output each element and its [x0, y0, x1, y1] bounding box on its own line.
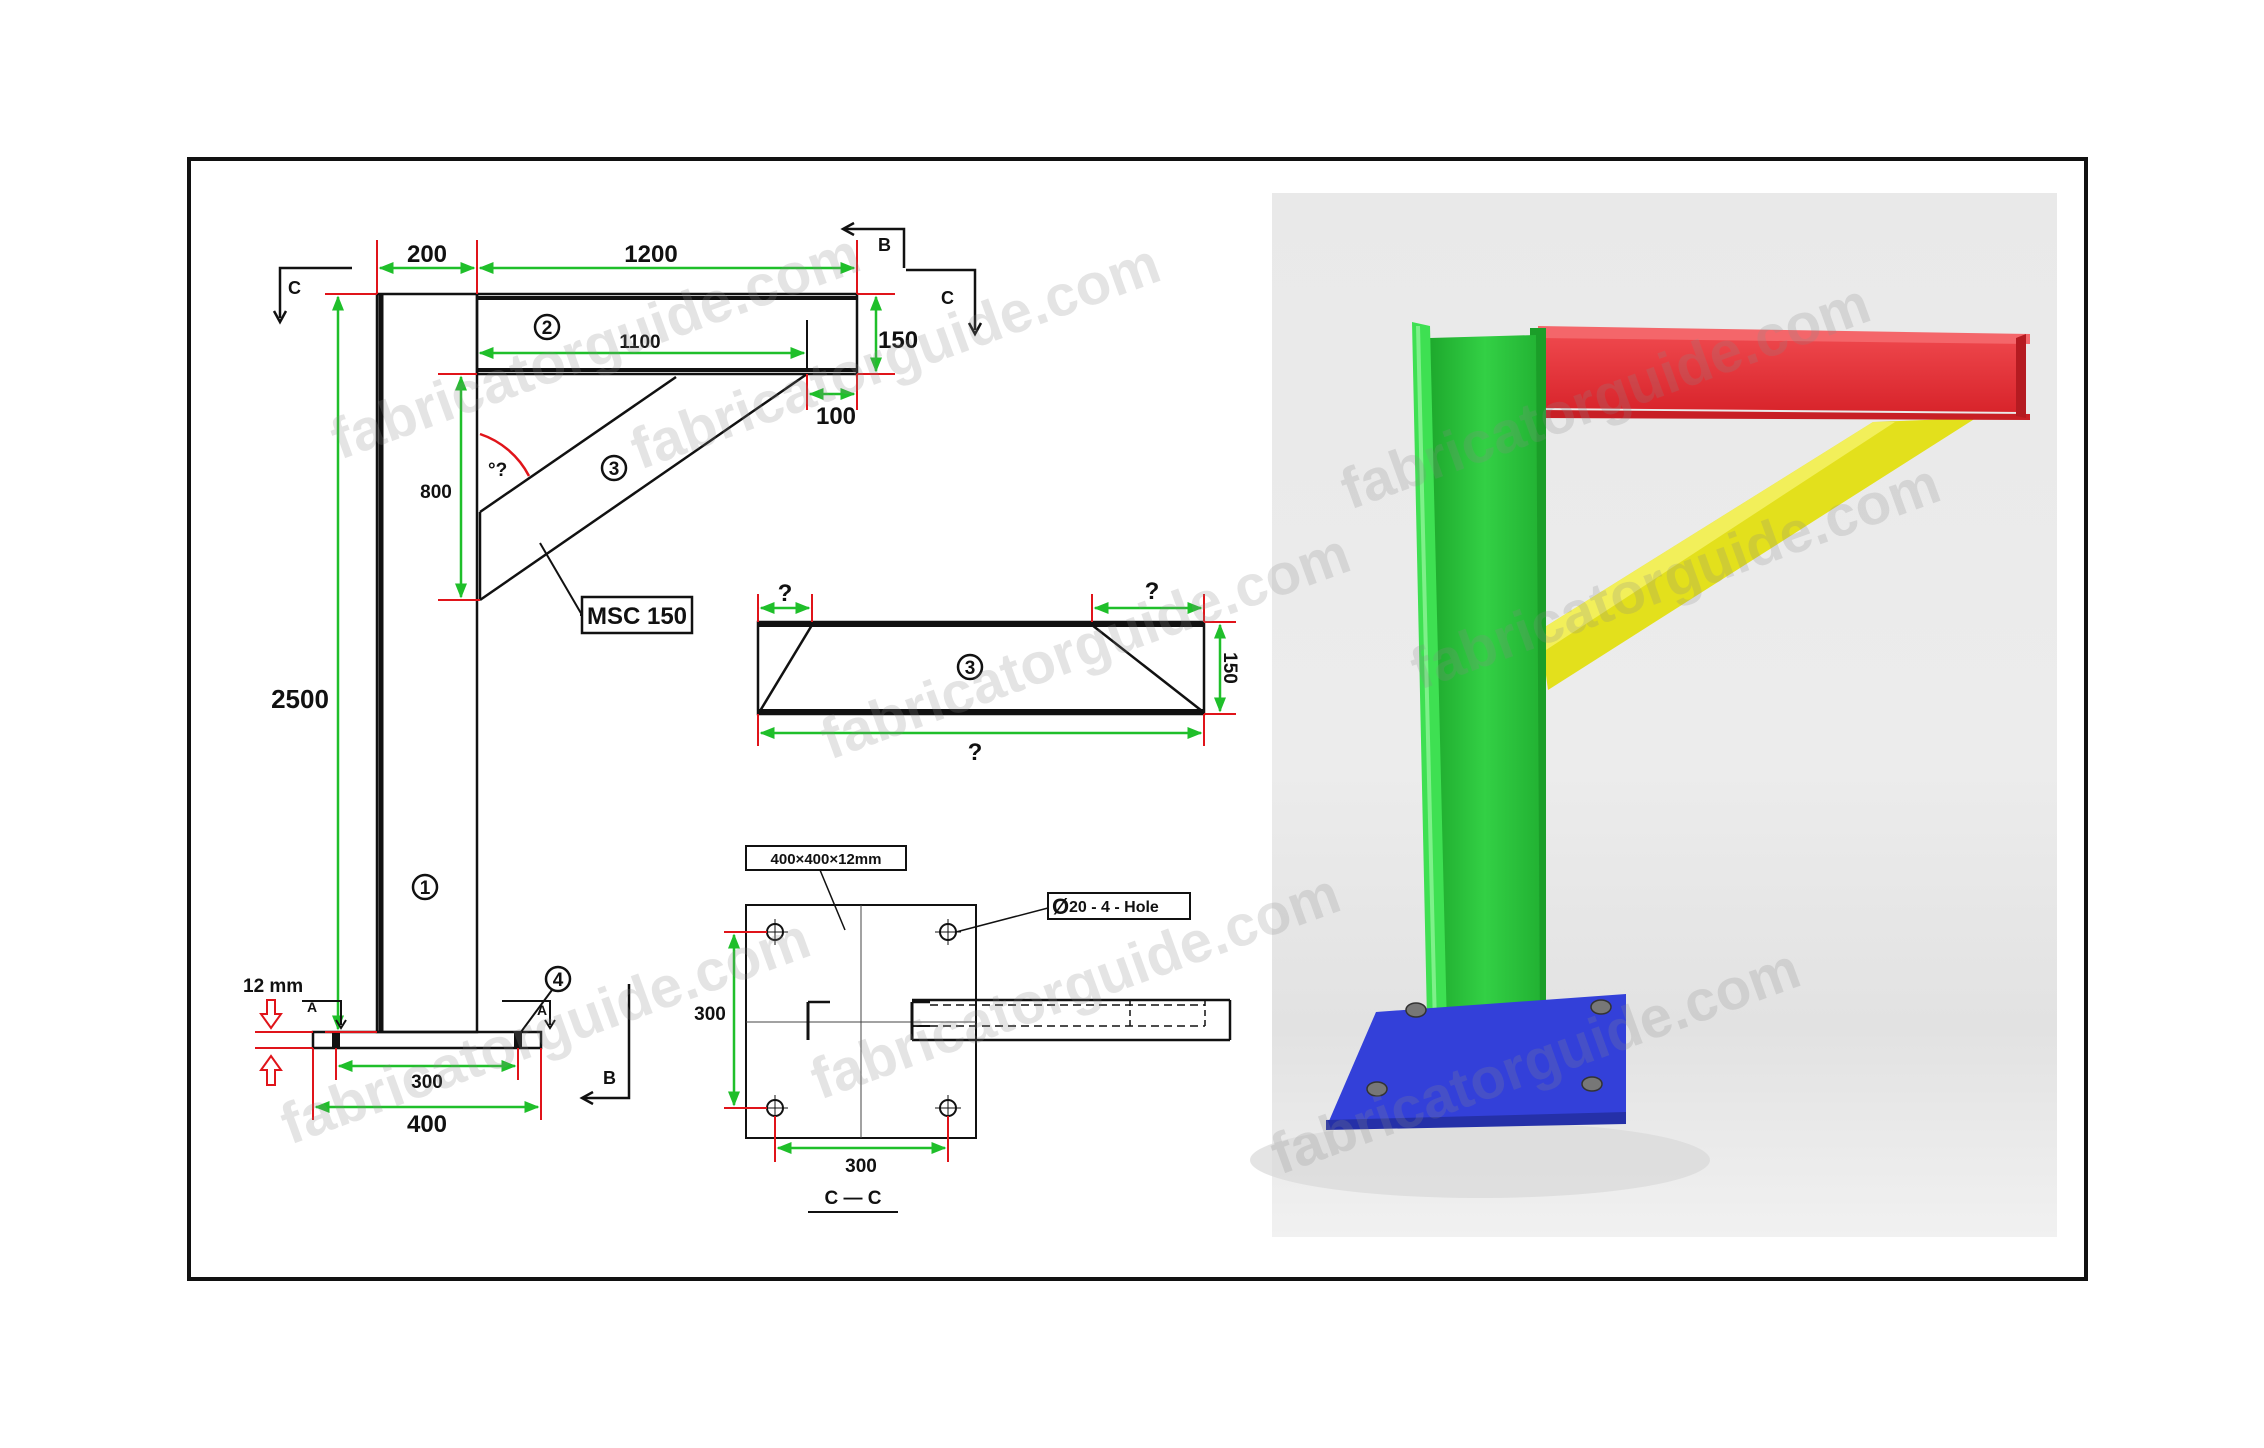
bolt-left — [332, 1032, 340, 1048]
base-plate-3d-edge — [1326, 1112, 1626, 1130]
balloon-2 — [533, 313, 561, 341]
balloon-3 — [600, 454, 628, 482]
section-a-left-line — [302, 1000, 342, 1025]
render-3d-panel — [1250, 193, 2057, 1237]
balloon-1 — [411, 873, 439, 901]
section-b-bottom — [584, 984, 631, 1100]
hole-symbol: Ø — [1052, 894, 1069, 919]
balloon-detail-3-label: 3 — [965, 658, 976, 679]
brace-detail-view: ? ? 150 ? 3 — [756, 578, 1240, 766]
angle-arc — [479, 432, 531, 477]
balloon-3-label: 3 — [609, 459, 620, 480]
bolt-right — [514, 1032, 522, 1048]
section-c-left-arrow — [272, 310, 288, 325]
beam-3d-end — [2016, 334, 2026, 418]
column-3d-web — [1430, 335, 1540, 1040]
msc-box — [580, 595, 694, 635]
beam-outline — [475, 292, 859, 376]
dim-bottom-300-label: 300 — [845, 1156, 877, 1177]
plate-spec-leader — [819, 869, 846, 931]
hole-spec-leader — [955, 907, 1049, 933]
brace-detail-right-cut — [1091, 624, 1203, 712]
section-c-right — [906, 268, 977, 330]
section-cc-title: C — C — [825, 1188, 882, 1209]
section-b-top-arrow — [840, 221, 855, 237]
msc-leader — [539, 542, 583, 616]
bolt-3d — [1405, 1002, 1427, 1018]
dim-side-300-label: 300 — [694, 1004, 726, 1025]
brace-detail-left-cut — [758, 624, 814, 712]
balloon-4 — [544, 965, 572, 993]
section-a-left: A — [307, 999, 317, 1015]
floor-shadow — [1250, 1122, 1710, 1198]
dim-1200-label: 1200 — [624, 241, 677, 268]
angle-label: °? — [488, 460, 507, 481]
hole-spec-label: 20 - 4 - Hole — [1069, 899, 1159, 916]
thk-arrow-down — [259, 999, 283, 1030]
dim-left-q-label: ? — [778, 580, 793, 607]
dim-150-label: 150 — [878, 327, 918, 354]
balloon-detail-3 — [956, 653, 984, 681]
dim-400-label: 400 — [407, 1111, 447, 1138]
bolt-3d — [1366, 1081, 1388, 1097]
section-c-left — [278, 266, 352, 318]
bolt-3d — [1590, 999, 1612, 1015]
dim-200-label: 200 — [407, 241, 447, 268]
dim-right-q-label: ? — [1145, 578, 1160, 605]
section-a-right: A — [537, 1002, 547, 1018]
elevation-view: 200 1200 1100 150 100 2500 800 °? — [243, 221, 983, 1138]
section-a-right-arrow — [544, 1019, 556, 1030]
beam-3d-top-flange — [1538, 326, 2030, 344]
section-b-top — [845, 227, 906, 268]
dim-800-label: 800 — [420, 482, 452, 503]
dim-12mm-label: 12 mm — [243, 976, 303, 997]
plate-spec-box — [745, 845, 907, 871]
section-c-left-label: C — [288, 278, 301, 298]
dim-detail-150-label: 150 — [1219, 652, 1240, 684]
column-3d-flange-edge — [1416, 326, 1438, 1068]
thk-arrow-up — [259, 1054, 283, 1086]
section-a-left-arrow — [335, 1019, 347, 1030]
brace-lower-line — [479, 372, 808, 602]
bolt-3d — [1581, 1076, 1603, 1092]
dim-length-q-label: ? — [968, 739, 983, 766]
balloon-1-label: 1 — [420, 878, 431, 899]
base-plate-outline — [311, 1030, 543, 1050]
section-b-bottom-arrow — [579, 1090, 594, 1106]
balloon-4-leader — [517, 989, 553, 1037]
hole-spec-box — [1047, 892, 1191, 920]
balloon-2-label: 2 — [542, 318, 553, 339]
section-c-right-arrow — [967, 322, 983, 337]
brace-upper-line — [479, 375, 677, 514]
brace-3d-shade — [1540, 422, 1895, 650]
base-plate-section: 400×400×12mm Ø 20 - 4 - Hole 300 300 C —… — [694, 845, 1232, 1213]
beam-3d-bottom-flange — [1538, 410, 2030, 420]
section-b-bottom-label: B — [603, 1068, 616, 1088]
base-plate-3d — [1326, 994, 1626, 1128]
brace-3d — [1540, 418, 1976, 690]
beam-3d-web — [1538, 330, 2020, 412]
msc-label: MSC 150 — [587, 603, 687, 630]
plate-spec-label: 400×400×12mm — [771, 851, 882, 868]
brace-detail-outline — [756, 620, 1206, 716]
section-b-top-label: B — [878, 235, 891, 255]
dim-100-label: 100 — [816, 403, 856, 430]
dim-300-label: 300 — [411, 1072, 443, 1093]
dim-2500-label: 2500 — [271, 684, 329, 714]
dim-1100-label: 1100 — [619, 332, 660, 353]
section-a-right-line — [502, 1000, 551, 1025]
section-c-right-label: C — [941, 288, 954, 308]
balloon-4-label: 4 — [553, 970, 564, 991]
